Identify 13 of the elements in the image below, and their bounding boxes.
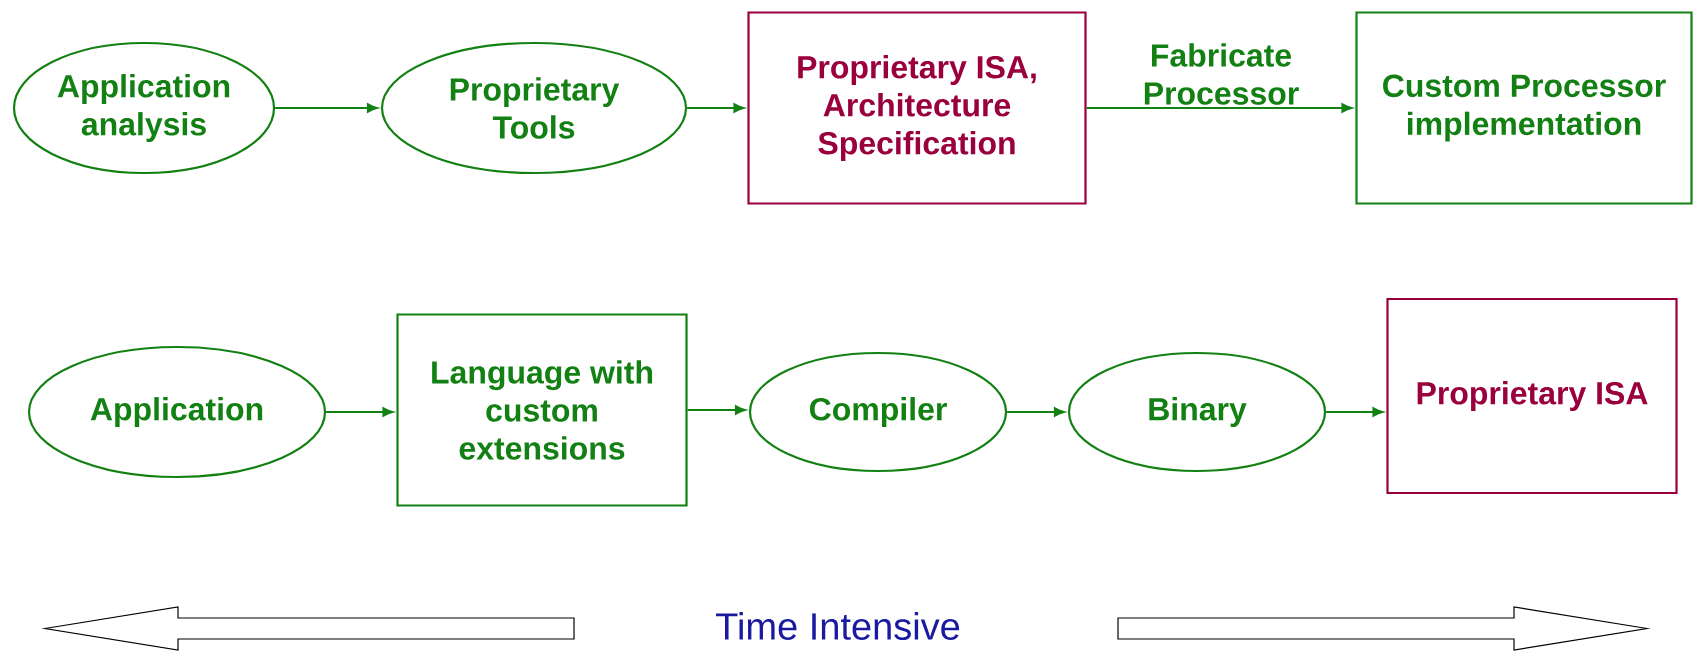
process-box: Proprietary ISA, Architecture Specification: [747, 11, 1087, 205]
arrow: [1007, 407, 1065, 417]
arrow: [275, 103, 378, 113]
arrow: [1086, 103, 1353, 113]
arrow: [326, 407, 394, 417]
arrow: [687, 103, 745, 113]
process-box: Proprietary ISA: [1386, 297, 1678, 495]
arrow: [687, 405, 746, 415]
process-box: Language with custom extensions: [396, 313, 688, 507]
edge-label: Fabricate Processor: [1144, 43, 1299, 105]
process-box: Custom Processor implementation: [1355, 11, 1693, 205]
caption-text: Time Intensive: [716, 612, 960, 640]
arrow: [1326, 407, 1384, 417]
